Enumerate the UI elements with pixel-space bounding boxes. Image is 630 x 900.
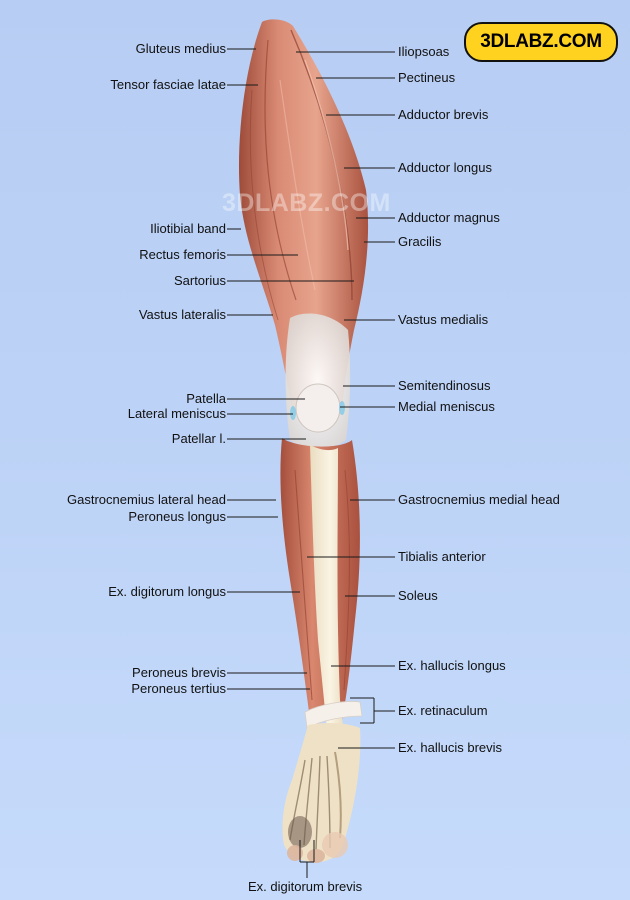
label-right-9: Gastrocnemius medial head <box>398 492 560 507</box>
label-left-10: Peroneus longus <box>128 509 226 524</box>
label-right-5: Gracilis <box>398 234 442 249</box>
retinaculum-band <box>304 701 363 729</box>
label-left-13: Peroneus tertius <box>131 681 226 696</box>
label-right-0: Iliopsoas <box>398 44 450 59</box>
label-right-7: Semitendinosus <box>398 378 491 393</box>
label-right-14: Ex. hallucis brevis <box>398 740 503 755</box>
thigh-muscles <box>238 19 369 410</box>
label-right-13: Ex. retinaculum <box>398 703 488 718</box>
leader-lines <box>227 48 395 878</box>
label-left-9: Gastrocnemius lateral head <box>67 492 226 507</box>
label-left-0: Gluteus medius <box>135 41 226 56</box>
label-left-5: Vastus lateralis <box>138 307 226 322</box>
label-right-11: Soleus <box>398 588 438 603</box>
label-right-10: Tibialis anterior <box>398 549 486 564</box>
brand-logo: 3DLABZ.COM <box>464 22 618 62</box>
label-left-4: Sartorius <box>173 273 226 288</box>
label-right-8: Medial meniscus <box>398 399 495 414</box>
label-right-2: Adductor brevis <box>398 107 489 122</box>
label-left-2: Iliotibial band <box>150 221 226 236</box>
label-left-3: Rectus femoris <box>139 247 226 262</box>
label-right-6: Vastus medialis <box>398 312 489 327</box>
label-left-12: Peroneus brevis <box>132 665 226 680</box>
label-left-8: Patellar l. <box>171 431 226 446</box>
watermark-text: 3DLABZ.COM <box>222 189 391 217</box>
label-right-12: Ex. hallucis longus <box>398 658 506 673</box>
patella-shape <box>295 383 341 433</box>
label-right-3: Adductor longus <box>398 160 492 175</box>
label-left-1: Tensor fasciae latae <box>110 77 226 92</box>
label-bottom: Ex. digitorum brevis <box>248 879 363 894</box>
label-right-4: Adductor magnus <box>398 210 500 225</box>
label-left-11: Ex. digitorum longus <box>108 584 226 599</box>
label-left-7: Lateral meniscus <box>127 406 226 421</box>
tibialis-tendon <box>310 445 350 760</box>
label-right-1: Pectineus <box>398 70 456 85</box>
label-left-6: Patella <box>186 391 226 406</box>
